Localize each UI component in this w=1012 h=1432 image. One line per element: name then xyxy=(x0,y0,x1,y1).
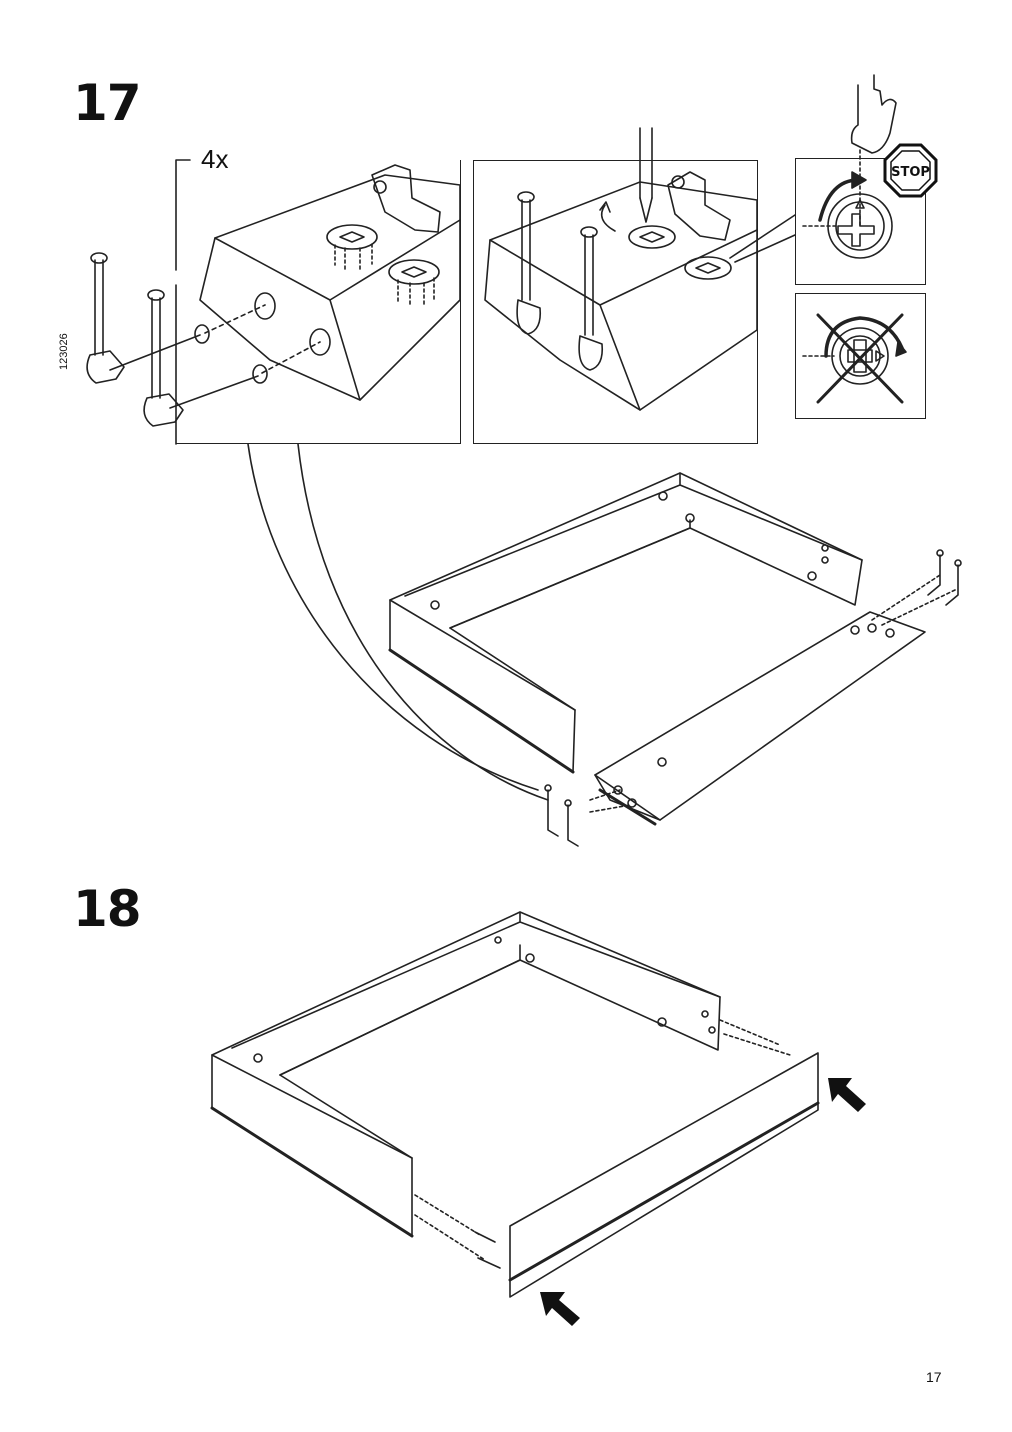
dowel-set-a xyxy=(86,252,321,427)
push-arrow-icon xyxy=(540,1078,866,1326)
step-17-number: 17 xyxy=(73,74,142,132)
stop-sign-text: STOP xyxy=(891,165,930,180)
prohibited-overturn-icon xyxy=(802,313,907,404)
page-number: 17 xyxy=(926,1369,942,1385)
turn-clockwise-arrow-icon xyxy=(818,171,867,222)
hand-pointing-icon xyxy=(850,74,897,226)
plinth-frame-step17 xyxy=(388,472,956,826)
step-18-number: 18 xyxy=(73,880,142,938)
article-code: 123026 xyxy=(58,333,70,370)
stop-sign-icon: STOP xyxy=(883,143,938,198)
detail-panel-insert-dowels xyxy=(176,160,461,444)
plinth-frame-step18 xyxy=(210,911,820,1298)
small-dowel-group-left xyxy=(544,784,579,847)
detail-panel-tighten-cam xyxy=(473,160,758,444)
small-dowel-group-right xyxy=(927,549,962,606)
board-detail-a xyxy=(199,164,461,401)
quantity-label: 4x xyxy=(196,144,234,174)
board-detail-b xyxy=(484,127,796,411)
